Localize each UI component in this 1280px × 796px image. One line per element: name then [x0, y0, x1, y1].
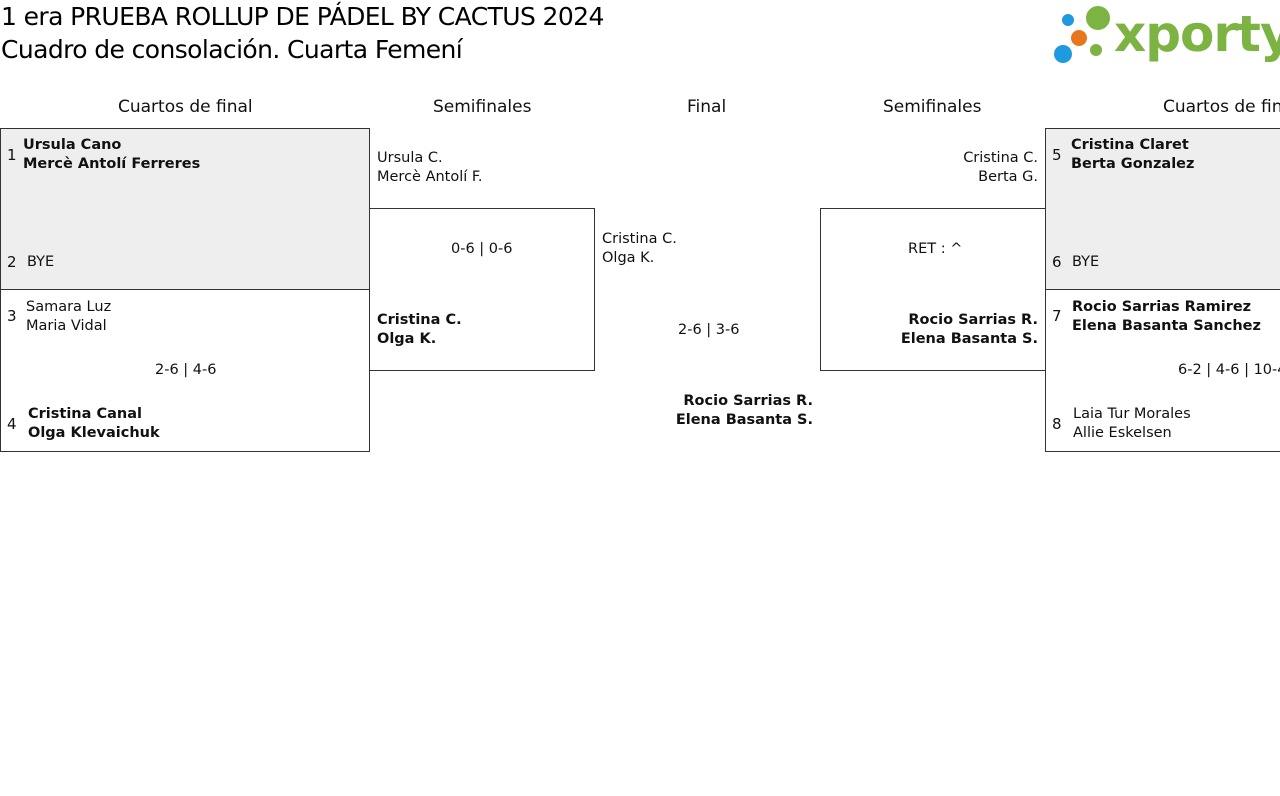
match-score: RET : ^ [908, 241, 963, 257]
player-name: Elena Basanta Sanchez [1072, 318, 1261, 334]
header-left-semis: Semifinales [433, 97, 532, 117]
seed-number: 1 [7, 146, 17, 164]
header-right-quarters: Cuartos de final [1163, 97, 1280, 117]
player-name: Mercè Antolí Ferreres [23, 156, 201, 172]
match-score: 6-2 | 4-6 | 10-4 [1178, 362, 1280, 378]
match-score: 2-6 | 4-6 [155, 362, 217, 378]
player-name: Berta G. [978, 169, 1038, 185]
right-qf-match-2[interactable] [1045, 289, 1280, 452]
player-name: Cristina C. [377, 312, 462, 328]
player-name: Ursula Cano [23, 137, 122, 153]
logo-dots-icon [1054, 6, 1110, 63]
right-qf-match-1[interactable] [1045, 128, 1280, 290]
player-name: Maria Vidal [26, 318, 107, 334]
header-final: Final [687, 97, 727, 117]
player-name: Olga Klevaichuk [28, 425, 160, 441]
player-name: Allie Eskelsen [1073, 425, 1172, 441]
player-name: Rocio Sarrias Ramirez [1072, 299, 1252, 315]
player-name: Cristina Claret [1071, 137, 1189, 153]
seed-number: 3 [7, 307, 17, 325]
player-name: Laia Tur Morales [1073, 406, 1191, 422]
player-name: Ursula C. [377, 150, 443, 166]
seed-number: 5 [1052, 146, 1062, 164]
match-score: 0-6 | 0-6 [451, 241, 513, 257]
logo-wordmark: xporty [1114, 5, 1280, 63]
player-name: Cristina C. [602, 231, 677, 247]
player-name: Berta Gonzalez [1071, 156, 1195, 172]
player-name: Rocio Sarrias R. [908, 312, 1038, 328]
page-title: 1 era PRUEBA ROLLUP DE PÁDEL BY CACTUS 2… [1, 2, 604, 31]
player-name: Elena Basanta S. [675, 412, 813, 428]
player-name: BYE [27, 254, 55, 270]
page-subtitle: Cuadro de consolación. Cuarta Femení [1, 35, 463, 64]
player-name: Mercè Antolí F. [377, 169, 483, 185]
player-name: Elena Basanta S. [900, 331, 1038, 347]
left-sf-match[interactable] [369, 208, 595, 371]
player-name: BYE [1072, 254, 1100, 270]
player-name: Cristina Canal [28, 406, 142, 422]
header-right-semis: Semifinales [883, 97, 982, 117]
header-left-quarters: Cuartos de final [118, 97, 253, 117]
seed-number: 6 [1052, 253, 1062, 271]
player-name: Rocio Sarrias R. [683, 393, 813, 409]
match-score: 2-6 | 3-6 [678, 322, 740, 338]
seed-number: 4 [7, 415, 17, 433]
xporty-logo[interactable]: xporty [1050, 4, 1280, 68]
seed-number: 8 [1052, 415, 1062, 433]
player-name: Samara Luz [26, 299, 112, 315]
player-name: Olga K. [602, 250, 655, 266]
player-name: Olga K. [377, 331, 437, 347]
left-qf-match-1[interactable] [0, 128, 370, 290]
player-name: Cristina C. [963, 150, 1038, 166]
seed-number: 2 [7, 253, 17, 271]
seed-number: 7 [1052, 307, 1062, 325]
